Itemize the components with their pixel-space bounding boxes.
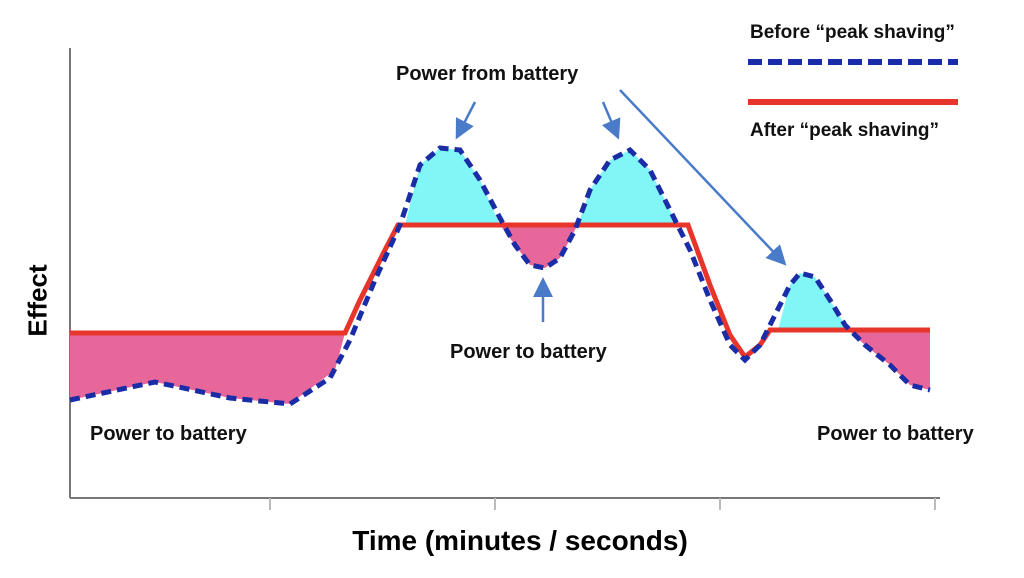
arrow-icon xyxy=(601,101,621,140)
from-battery-areas xyxy=(405,148,848,330)
before-peak-shaving-line xyxy=(69,145,931,407)
power-from-battery-label: Power from battery xyxy=(396,63,579,85)
to-battery-area-center xyxy=(500,225,578,268)
from-battery-area-2 xyxy=(578,150,676,225)
legend-before-label: Before “peak shaving” xyxy=(750,22,955,43)
legend-after-label: After “peak shaving” xyxy=(750,120,939,141)
after-peak-shaving-line xyxy=(70,222,930,361)
to-battery-area-left xyxy=(70,333,345,404)
annotation-arrows xyxy=(455,89,787,322)
axes xyxy=(69,48,940,510)
y-axis-label: Effect xyxy=(22,264,53,337)
power-to-battery-right-label: Power to battery xyxy=(817,423,974,445)
arrow-icon xyxy=(455,101,477,140)
from-battery-area-3 xyxy=(778,273,848,330)
x-axis-label: Time (minutes / seconds) xyxy=(352,525,688,556)
arrow-icon xyxy=(619,89,787,266)
power-to-battery-left-label: Power to battery xyxy=(90,423,247,445)
power-to-battery-center-label: Power to battery xyxy=(450,341,607,363)
from-battery-area-1 xyxy=(405,148,500,225)
